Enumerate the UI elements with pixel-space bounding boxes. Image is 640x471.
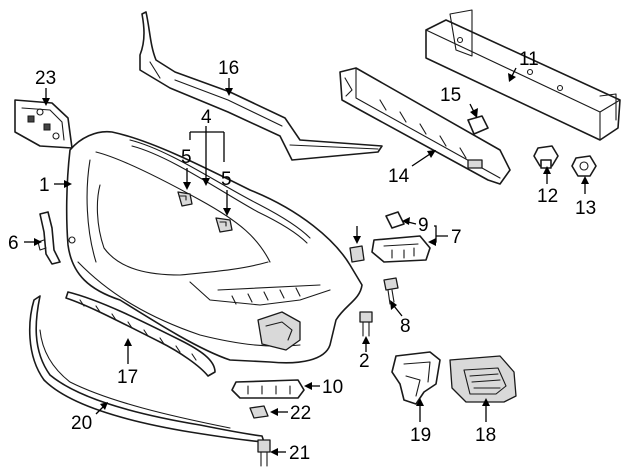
screw-2 bbox=[359, 311, 373, 337]
upper-trim-strip bbox=[139, 11, 383, 161]
bolt bbox=[533, 145, 559, 169]
lamp-bracket bbox=[391, 351, 441, 405]
callout-6: 6 bbox=[8, 233, 19, 254]
retainer bbox=[349, 245, 365, 263]
license-plate-bracket bbox=[14, 99, 73, 149]
small-bracket bbox=[385, 211, 405, 229]
callout-1: 1 bbox=[39, 175, 50, 196]
callout-15: 15 bbox=[440, 85, 461, 106]
callout-21: 21 bbox=[289, 443, 310, 464]
clip-left bbox=[177, 191, 193, 207]
side-bracket bbox=[37, 211, 61, 265]
callout-labels: 1 2 4 5 5 6 7 8 9 10 11 12 13 14 15 16 1… bbox=[8, 49, 596, 464]
callout-7: 7 bbox=[451, 227, 462, 248]
lower-bracket bbox=[231, 379, 305, 399]
screw-21 bbox=[257, 439, 271, 467]
callout-17: 17 bbox=[117, 367, 138, 388]
callout-2: 2 bbox=[359, 351, 370, 372]
clip-right bbox=[215, 217, 233, 233]
small-plate bbox=[467, 115, 489, 135]
callout-11: 11 bbox=[519, 49, 539, 70]
callout-18: 18 bbox=[475, 425, 496, 446]
callout-14: 14 bbox=[388, 166, 410, 187]
grille-molding bbox=[129, 139, 311, 244]
callout-10: 10 bbox=[322, 377, 343, 398]
fog-lamp-cover bbox=[449, 355, 517, 403]
callout-13: 13 bbox=[575, 198, 596, 219]
callout-22: 22 bbox=[290, 403, 311, 424]
screw-8 bbox=[383, 277, 399, 305]
reinforcement-beam bbox=[425, 9, 621, 141]
callout-9: 9 bbox=[418, 215, 429, 236]
clip-nut bbox=[249, 405, 269, 419]
side-support-bracket bbox=[371, 235, 431, 263]
callout-5-right: 5 bbox=[221, 169, 232, 190]
callout-5-left: 5 bbox=[181, 147, 192, 168]
energy-absorber bbox=[339, 67, 511, 185]
bumper-cover bbox=[65, 130, 363, 364]
nut bbox=[571, 155, 597, 177]
leader-lines bbox=[24, 67, 589, 456]
callout-20: 20 bbox=[71, 413, 92, 434]
callout-19: 19 bbox=[410, 425, 431, 446]
callout-8: 8 bbox=[400, 316, 411, 337]
callout-4: 4 bbox=[201, 107, 212, 128]
callout-23: 23 bbox=[35, 68, 56, 89]
callout-12: 12 bbox=[537, 186, 558, 207]
lower-grille-strip bbox=[65, 291, 216, 377]
callout-16: 16 bbox=[218, 58, 239, 79]
